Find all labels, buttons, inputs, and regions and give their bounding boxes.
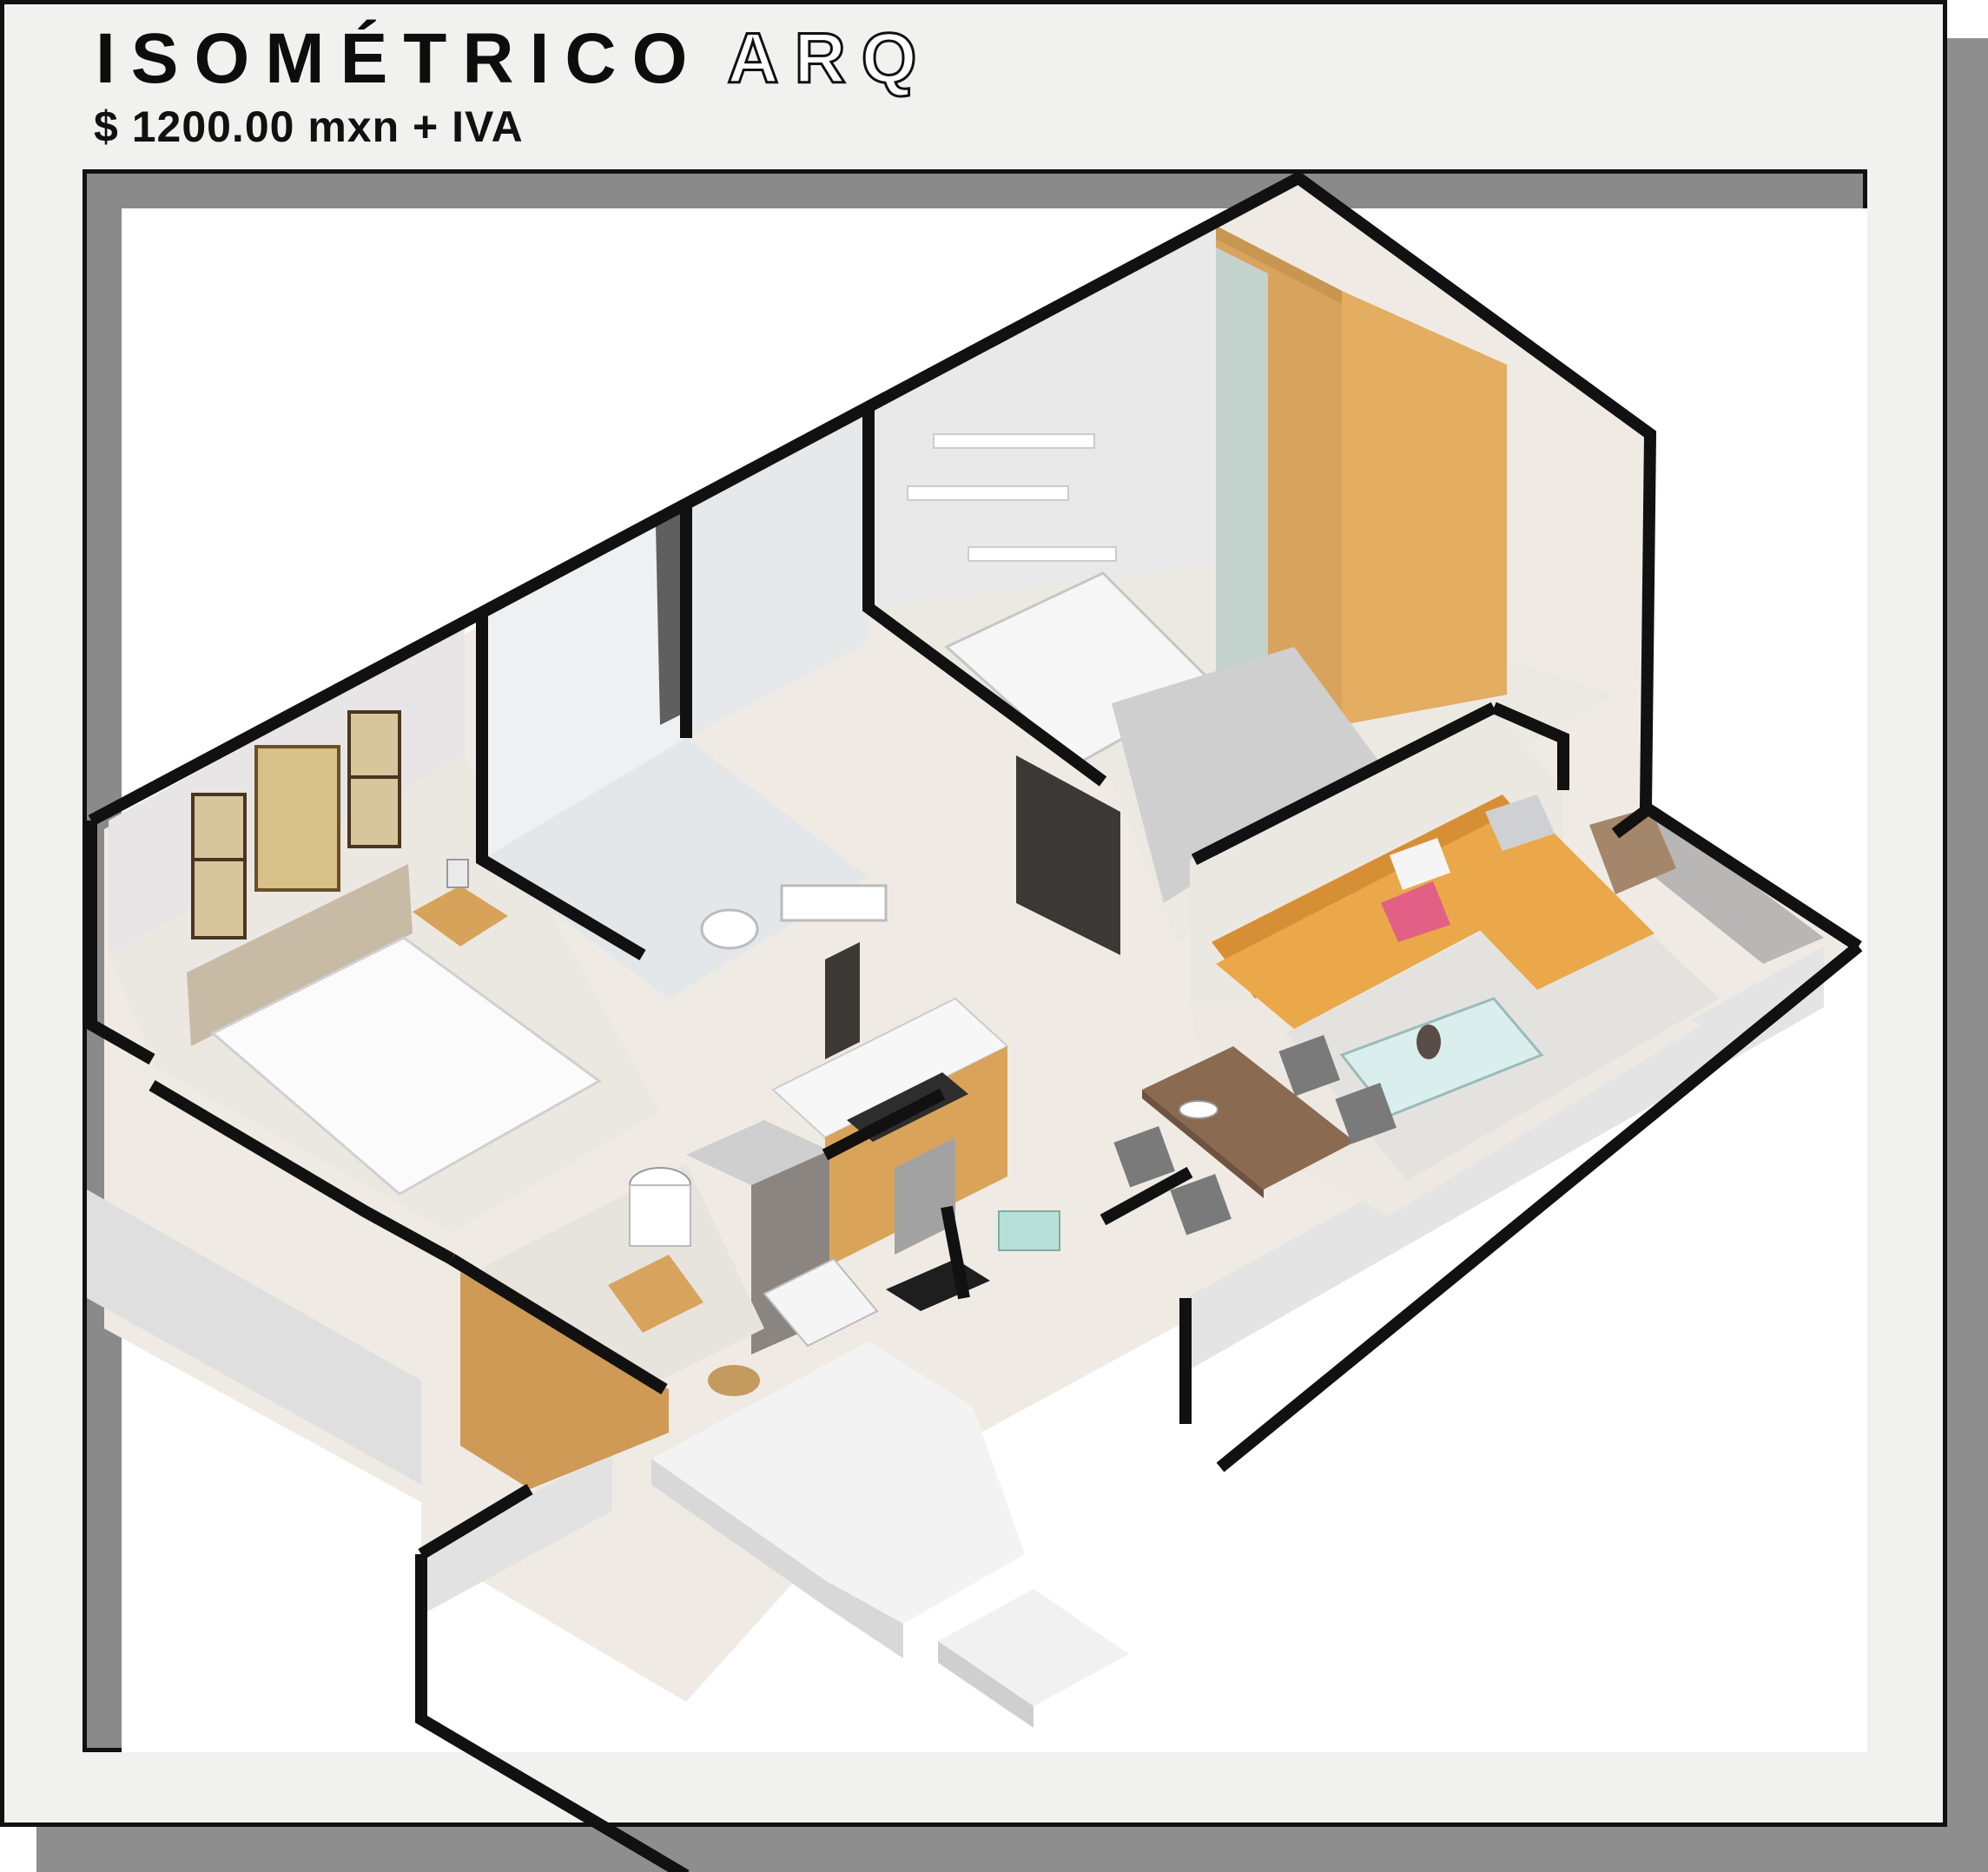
cushion-pink: [1381, 881, 1450, 942]
wall-art-3: [254, 745, 340, 892]
bedroom-door: [1016, 755, 1120, 955]
secondary-bedroom: [869, 213, 1615, 942]
wall-face-stairs-left: [421, 1450, 612, 1615]
plate: [1179, 1100, 1219, 1119]
oven-front: [895, 1137, 955, 1255]
dining-area: [1113, 1035, 1397, 1236]
laundry-basket: [708, 1365, 760, 1396]
fridge-top: [686, 1120, 829, 1185]
wall-tops: [85, 170, 1863, 1872]
bathroom: [482, 408, 888, 999]
lamp: [446, 859, 469, 888]
stair-steps: [651, 1459, 903, 1658]
cushion-check: [1485, 794, 1555, 851]
kitchen: [686, 997, 1060, 1355]
wall-art-2: [191, 858, 247, 939]
stair-landing: [651, 1341, 1025, 1624]
chair-2: [1170, 1174, 1232, 1236]
wood-lattice: [460, 1272, 669, 1489]
page-title: ISOMÉTRICO ARQ: [96, 22, 933, 96]
chair-4: [1335, 1083, 1397, 1144]
wall-shelf-1: [907, 485, 1069, 501]
wall-shelf-3: [968, 546, 1117, 562]
bathroom-door: [825, 942, 860, 1059]
shower-partition: [656, 508, 686, 725]
double-bed: [210, 936, 602, 1196]
stair-lower: [938, 1589, 1129, 1706]
water-tank-body: [629, 1184, 691, 1247]
wardrobe-front: [1216, 226, 1342, 304]
toilet: [700, 908, 759, 950]
door-panels: [825, 755, 1120, 1059]
title-outline: ARQ: [726, 19, 933, 98]
chair-3: [1278, 1035, 1340, 1097]
wall-face-front-right: [1186, 946, 1824, 1372]
wardrobe-side: [1342, 291, 1507, 725]
cushion-white: [1390, 838, 1450, 890]
sofa-chaise: [1429, 825, 1654, 990]
rug-bedroom: [1112, 647, 1381, 903]
vanity: [780, 884, 888, 922]
wardrobe-doors: [1216, 247, 1268, 708]
dining-table: [1142, 1046, 1355, 1190]
headboard: [187, 864, 413, 1046]
nightstand-right: [413, 886, 508, 946]
chair-1: [1113, 1126, 1175, 1188]
stair-lower-side: [938, 1641, 1034, 1728]
balcony: [1589, 807, 1824, 964]
wall-face-left-bottom: [87, 1190, 421, 1485]
stairs: [651, 1341, 1129, 1728]
wall-art-5: [347, 775, 401, 848]
laundry-sink: [763, 1257, 879, 1348]
wall-art-4: [347, 710, 401, 783]
mint-toaster: [998, 1210, 1060, 1251]
price-label: $ 1200.00 mxn + IVA: [94, 102, 524, 151]
wall-shelf-2: [933, 433, 1095, 449]
vase: [1417, 1025, 1441, 1059]
wood-shelf: [608, 1255, 703, 1333]
title-main: ISOMÉTRICO: [96, 19, 703, 98]
